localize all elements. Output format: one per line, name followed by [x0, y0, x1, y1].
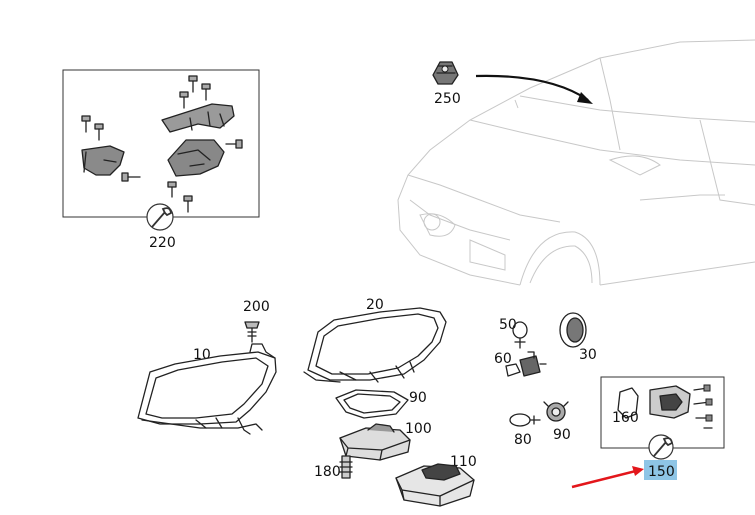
repair-kit-wrench-icon — [146, 203, 174, 231]
part-label-110: 100 — [405, 421, 432, 437]
part-label-160: 160 — [612, 410, 639, 426]
part-180[interactable]: 180 — [314, 455, 353, 480]
part-100[interactable]: 90 — [335, 389, 427, 419]
sensor-location-arrow — [475, 74, 593, 104]
part-220[interactable]: 220 — [62, 69, 260, 251]
part-20[interactable]: 20 — [303, 297, 447, 383]
part-label-80: 80 — [514, 432, 532, 448]
repair-kit-wrench-icon — [648, 434, 674, 460]
part-60[interactable]: 60 — [494, 351, 547, 377]
headlamp-left-icon — [137, 343, 277, 435]
bulb-socket-icon — [505, 351, 547, 377]
ignition-module-icon — [395, 463, 475, 507]
part-50[interactable]: 50 — [499, 317, 528, 349]
part-120[interactable]: 110 — [395, 454, 477, 507]
part-30[interactable]: 30 — [559, 312, 597, 363]
part-label-150: 150 — [648, 464, 675, 480]
part-250[interactable]: 250 — [432, 61, 461, 107]
part-label-220: 220 — [149, 235, 176, 251]
part-label-250: 250 — [434, 91, 461, 107]
part-label-100: 90 — [409, 390, 427, 406]
bulb-w-icon — [509, 413, 541, 427]
vehicle-outline — [397, 39, 755, 286]
rain-light-sensor-icon — [432, 61, 459, 85]
part-150[interactable]: 150 — [600, 376, 725, 480]
headlamp-right-icon — [303, 307, 447, 383]
control-unit-icon — [339, 423, 411, 461]
retaining-frame-kit-icon — [617, 384, 713, 429]
part-160[interactable]: 160 — [612, 410, 639, 426]
part-label-90-text: 90 — [553, 427, 571, 443]
part-label-200: 200 — [243, 299, 270, 315]
part-label-30: 30 — [579, 347, 597, 363]
screw-icon — [244, 321, 260, 343]
part-80[interactable]: 80 — [509, 413, 541, 448]
part-90[interactable]: 90 — [543, 401, 571, 443]
part-110[interactable]: 100 — [339, 421, 432, 461]
lamp-socket-icon — [543, 401, 569, 422]
bracket-kit-icon — [81, 75, 243, 213]
bolt-icon — [339, 455, 353, 479]
part-200[interactable]: 200 — [243, 299, 270, 343]
gasket-icon — [335, 389, 409, 419]
part-label-60: 60 — [494, 351, 512, 367]
highlight-150 — [644, 460, 677, 480]
red-pointer-arrow — [571, 466, 644, 489]
part-label-50: 50 — [499, 317, 517, 333]
part-10[interactable]: 10 — [137, 343, 277, 435]
part-label-180: 180 — [314, 464, 341, 480]
bulb-h-icon — [512, 321, 528, 349]
cover-cap-icon — [559, 312, 587, 348]
part-label-20: 20 — [366, 297, 384, 313]
